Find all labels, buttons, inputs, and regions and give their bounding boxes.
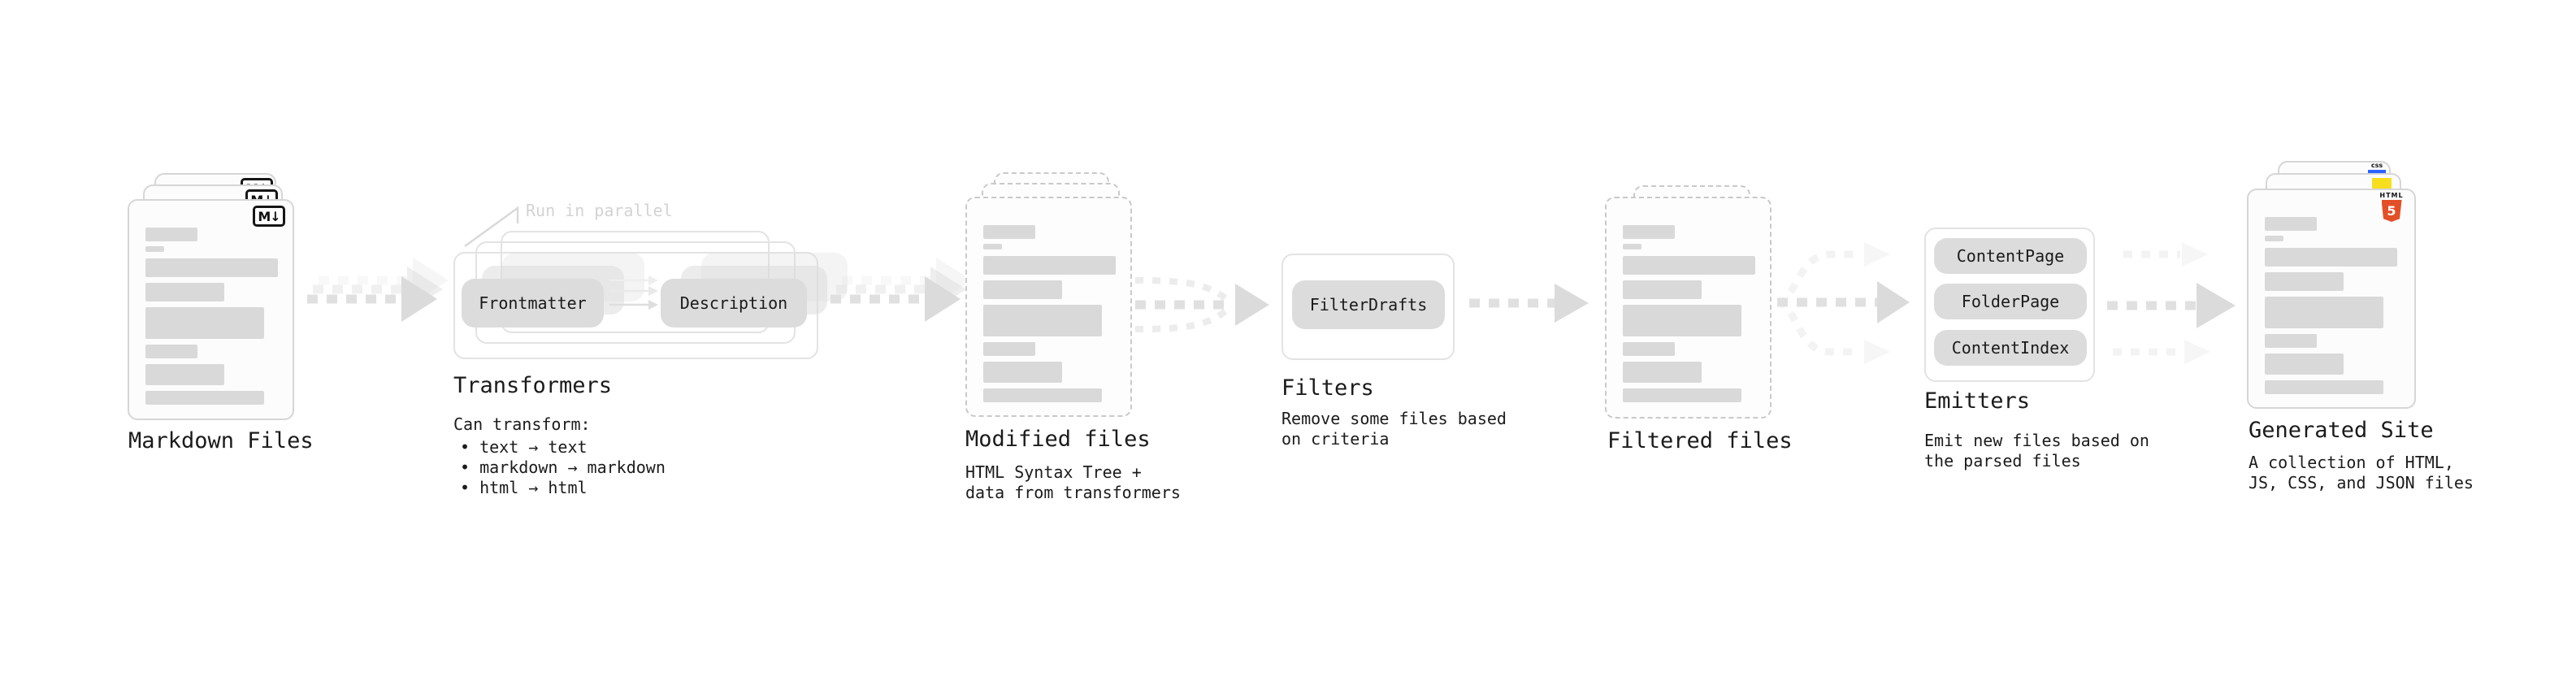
transformer-pill-frontmatter: Frontmatter xyxy=(462,279,604,327)
css-icon-label: css xyxy=(2370,162,2383,169)
text-line-placeholder xyxy=(983,388,1102,402)
filtered-files-label: Filtered files xyxy=(1607,428,1793,453)
generated-site-label: Generated Site xyxy=(2249,418,2434,443)
arrow-transformers-to-modified xyxy=(830,258,972,322)
emitters-label: Emitters xyxy=(1924,388,2031,414)
run-in-parallel-connector xyxy=(464,206,519,248)
emitters-frame xyxy=(1924,228,2095,382)
text-line-placeholder xyxy=(1623,244,1641,249)
arrow-markdown-to-transformers xyxy=(307,258,449,322)
text-line-placeholder xyxy=(1623,256,1755,275)
generated-site-desc-line: A collection of HTML, xyxy=(2249,453,2454,472)
transformers-bullet: • text → text xyxy=(460,437,588,457)
markdown-icon: M↓ xyxy=(253,206,285,227)
filters-label: Filters xyxy=(1281,375,1374,401)
css-icon-bar xyxy=(2368,170,2386,173)
markdown-files-label: Markdown Files xyxy=(128,428,314,453)
text-line-placeholder xyxy=(2265,272,2344,291)
text-line-placeholder xyxy=(983,305,1102,336)
text-line-placeholder xyxy=(1623,362,1702,383)
text-line-placeholder xyxy=(1623,305,1741,336)
transformers-label: Transformers xyxy=(453,373,613,398)
text-line-placeholder xyxy=(1623,225,1675,239)
transformers-desc-title: Can transform: xyxy=(453,414,591,434)
parallel-mini-arrows xyxy=(609,275,658,310)
transformers-bullet: • markdown → markdown xyxy=(460,458,666,477)
html5-icon: HTML 5 xyxy=(2379,192,2404,222)
text-line-placeholder xyxy=(983,362,1062,383)
arrow-filtered-to-emitters xyxy=(1776,242,1910,364)
text-line-placeholder xyxy=(1623,388,1741,402)
text-line-placeholder xyxy=(145,391,264,405)
emitter-pill-folderpage: FolderPage xyxy=(1934,284,2087,319)
text-line-placeholder xyxy=(145,283,224,301)
text-line-placeholder xyxy=(145,258,278,277)
html-file-card xyxy=(2247,189,2416,409)
html5-icon-shield: 5 xyxy=(2381,200,2402,222)
text-line-placeholder xyxy=(2265,297,2383,328)
emitter-pill-contentindex: ContentIndex xyxy=(1934,330,2087,366)
text-line-placeholder xyxy=(145,307,264,339)
markdown-file-card-front xyxy=(128,199,294,420)
text-line-placeholder xyxy=(2265,236,2283,241)
text-line-placeholder xyxy=(1623,342,1675,356)
text-line-placeholder xyxy=(983,256,1116,275)
text-line-placeholder xyxy=(145,228,197,241)
text-line-placeholder xyxy=(145,364,224,385)
text-line-placeholder xyxy=(2265,354,2344,375)
modified-files-desc-line: data from transformers xyxy=(965,483,1181,502)
arrow-modified-to-filters xyxy=(1134,277,1269,332)
arrow-filters-to-filtered xyxy=(1469,284,1589,323)
text-line-placeholder xyxy=(2265,248,2397,267)
filters-frame xyxy=(1281,254,1455,360)
arrow-emitters-to-generated xyxy=(2107,242,2236,364)
filters-desc-line: on criteria xyxy=(1281,429,1390,449)
text-line-placeholder xyxy=(145,345,197,358)
text-line-placeholder xyxy=(2265,380,2383,394)
text-line-placeholder xyxy=(983,280,1062,299)
js-icon xyxy=(2372,178,2392,189)
text-line-placeholder xyxy=(145,246,164,252)
emitter-pill-contentpage: ContentPage xyxy=(1934,238,2087,274)
run-in-parallel-note: Run in parallel xyxy=(526,201,673,220)
emitters-desc-line: Emit new files based on xyxy=(1924,431,2149,450)
text-line-placeholder xyxy=(2265,334,2317,348)
modified-files-desc-line: HTML Syntax Tree + xyxy=(965,462,1142,482)
text-line-placeholder xyxy=(983,342,1035,356)
emitters-desc-line: the parsed files xyxy=(1924,451,2081,471)
text-line-placeholder xyxy=(983,225,1035,239)
modified-files-label: Modified files xyxy=(965,427,1151,452)
css-icon: css xyxy=(2367,163,2387,173)
filtered-file-card-front xyxy=(1605,197,1772,419)
text-line-placeholder xyxy=(2265,217,2317,231)
generated-site-desc-line: JS, CSS, and JSON files xyxy=(2249,473,2474,492)
html5-icon-word: HTML xyxy=(2379,192,2404,199)
filter-pill-filterdrafts: FilterDrafts xyxy=(1292,280,1445,329)
transformer-pill-description: Description xyxy=(661,279,807,327)
transformers-bullet: • html → html xyxy=(460,478,588,497)
modified-file-card-front xyxy=(965,197,1132,417)
text-line-placeholder xyxy=(983,244,1002,249)
text-line-placeholder xyxy=(1623,280,1702,299)
filters-desc-line: Remove some files based xyxy=(1281,409,1507,428)
